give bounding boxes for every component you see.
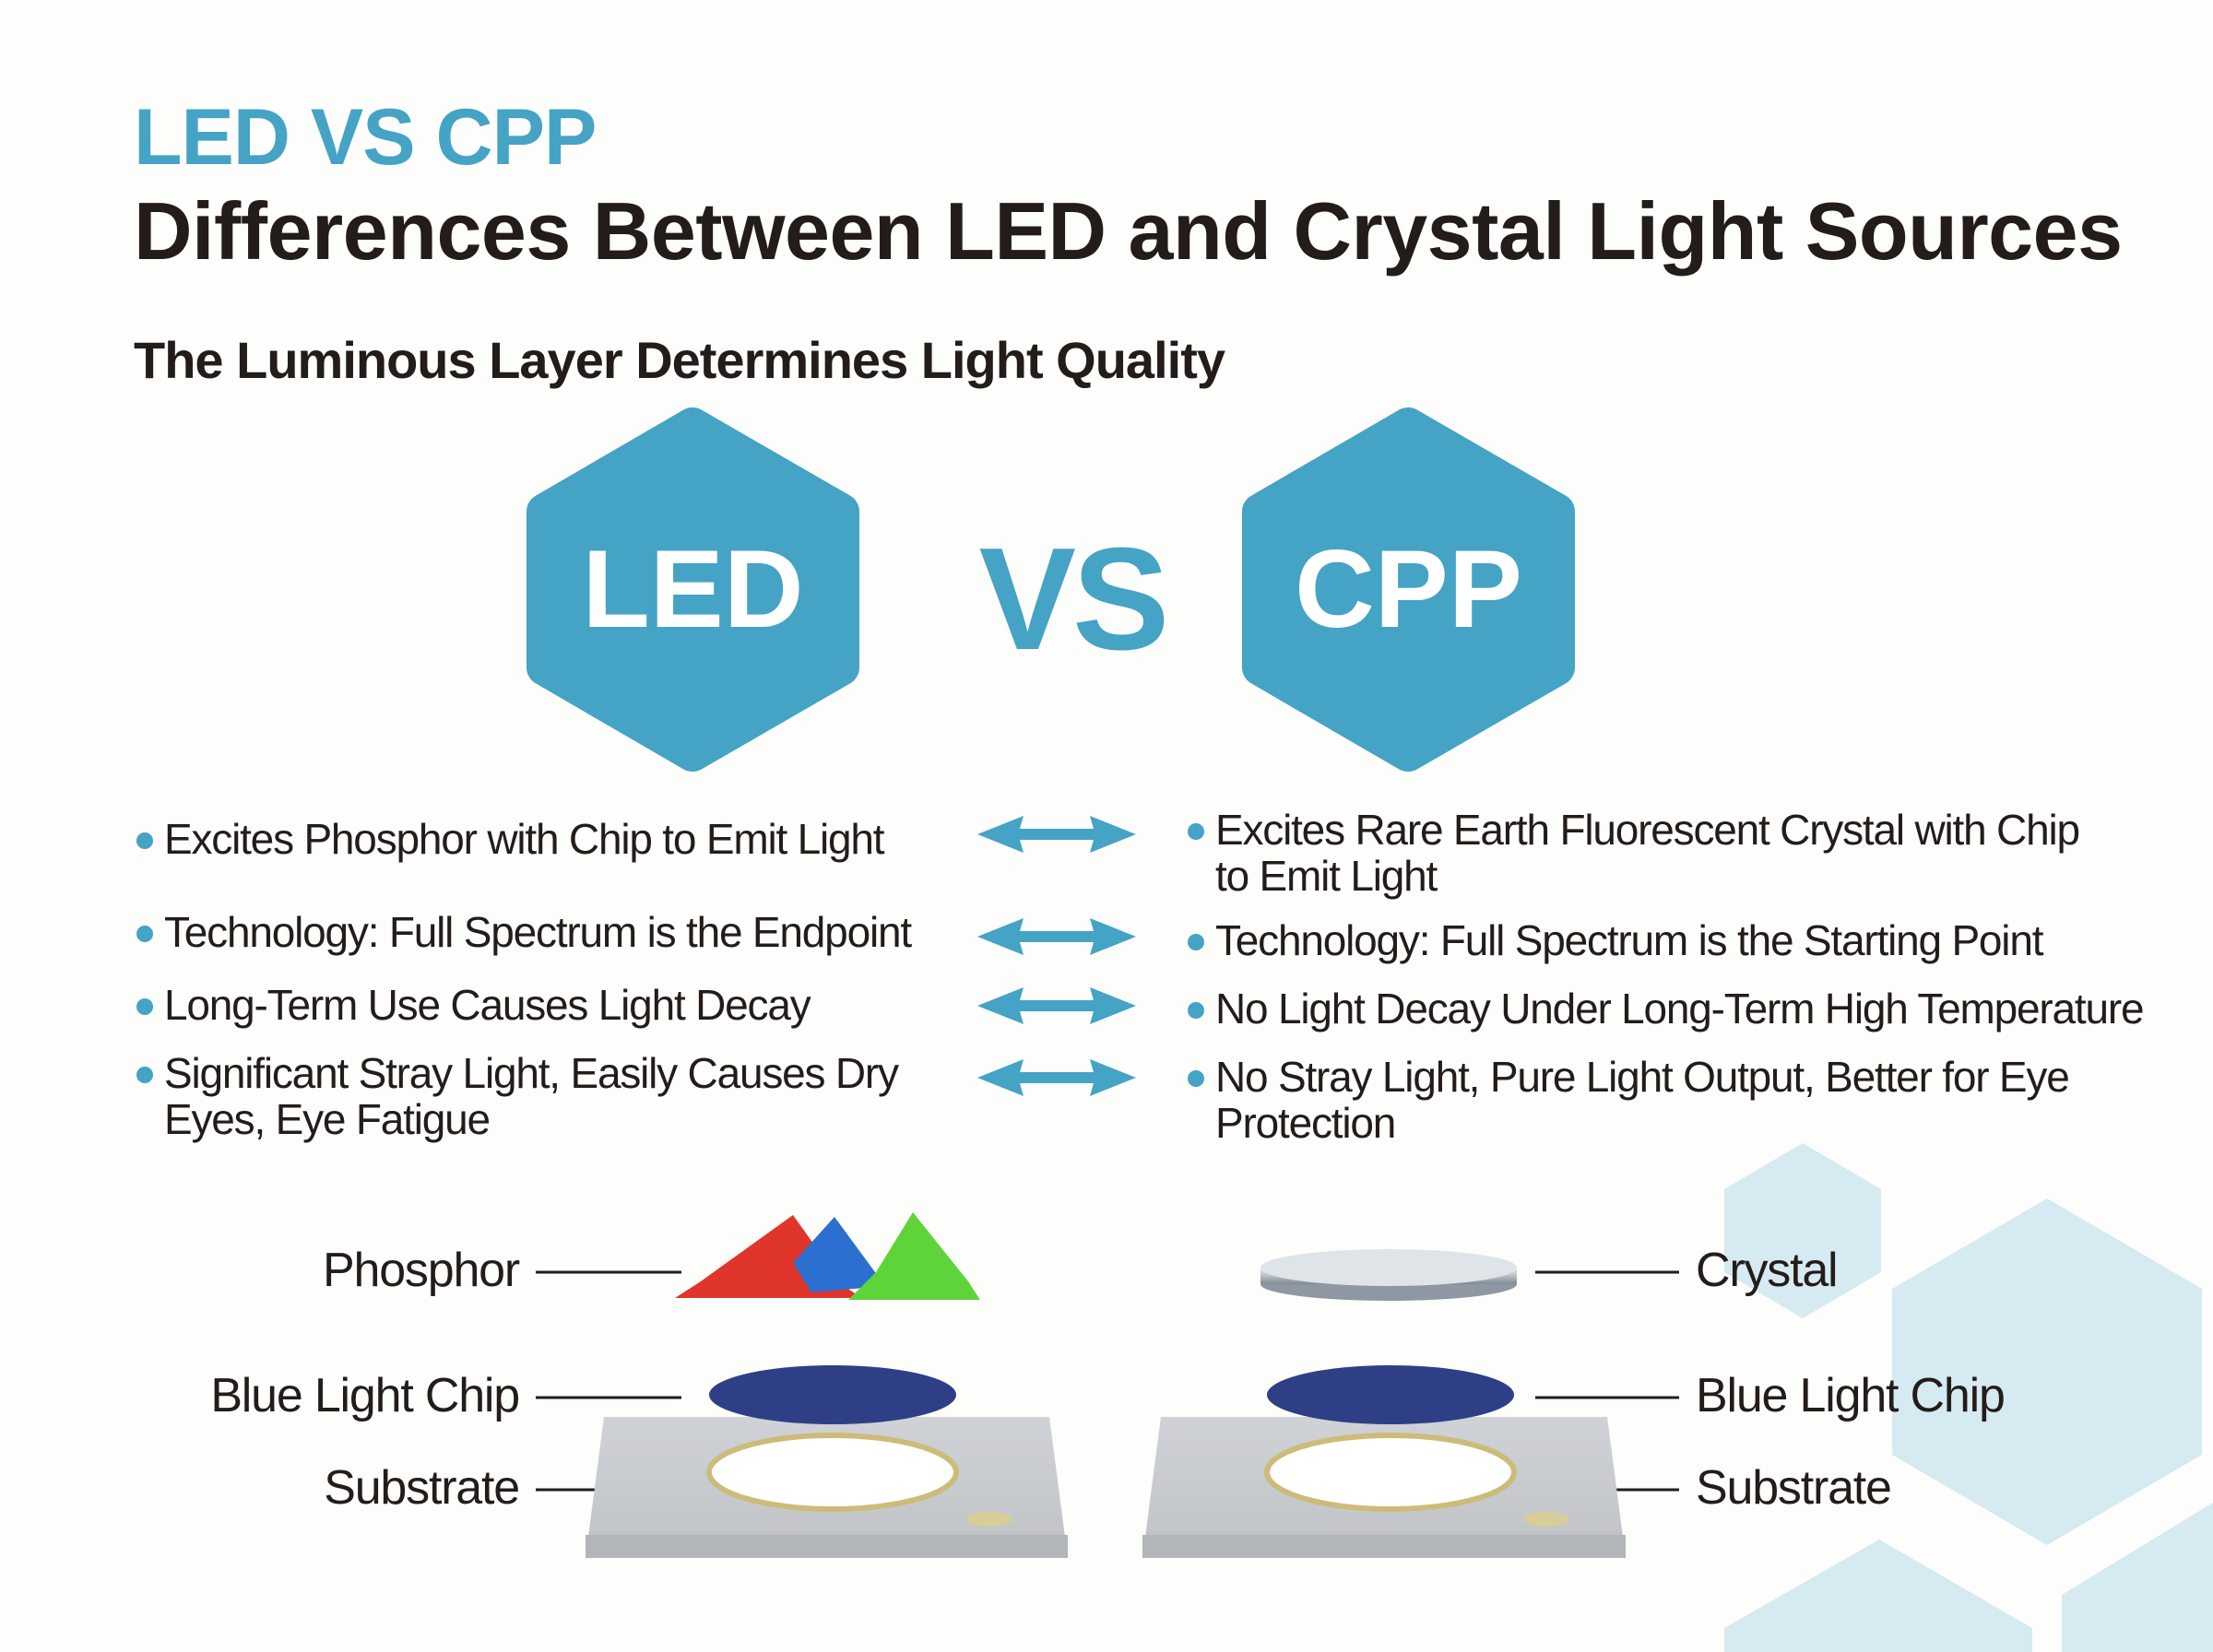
label-crystal: Crystal bbox=[1696, 1244, 1839, 1297]
comparison-arrows bbox=[977, 816, 1136, 1096]
background-hexagons bbox=[1724, 1143, 2213, 1652]
double-arrow-icon bbox=[977, 1059, 1136, 1096]
led-blue-chip bbox=[709, 1365, 956, 1424]
double-arrow-icon bbox=[977, 987, 1136, 1024]
page-title: Differences Between LED and Crystal Ligh… bbox=[134, 185, 2123, 277]
label-blue-light-chip-right: Blue Light Chip bbox=[1696, 1369, 2006, 1422]
cpp-substrate-illustration bbox=[1142, 1417, 1626, 1558]
led-point: Excites Phosphor with Chip to Emit Light bbox=[136, 816, 976, 862]
bullet-dot bbox=[1188, 1002, 1204, 1019]
cpp-point: Excites Rare Earth Fluorescent Crystal w… bbox=[1188, 807, 2082, 899]
cpp-point: No Light Decay Under Long-Term High Temp… bbox=[1188, 985, 2183, 1032]
bullet-dot bbox=[1188, 934, 1204, 950]
led-hexagon bbox=[527, 407, 859, 772]
led-point: Technology: Full Spectrum is the Endpoin… bbox=[136, 909, 976, 955]
label-substrate-left: Substrate bbox=[324, 1461, 520, 1515]
led-badge-label: LED bbox=[582, 527, 804, 651]
cpp-point: Technology: Full Spectrum is the Startin… bbox=[1188, 917, 2137, 963]
vs-label: VS bbox=[978, 518, 1170, 680]
led-point: Long-Term Use Causes Light Decay bbox=[136, 982, 976, 1028]
label-substrate-right: Substrate bbox=[1696, 1461, 1892, 1515]
double-arrow-icon bbox=[977, 918, 1136, 955]
kicker-title: LED VS CPP bbox=[134, 93, 597, 182]
cpp-hexagon bbox=[1242, 407, 1575, 772]
label-phosphor: Phosphor bbox=[323, 1244, 520, 1297]
bullet-dot bbox=[136, 998, 153, 1015]
bullet-dot bbox=[1188, 1070, 1204, 1087]
cpp-blue-chip bbox=[1267, 1365, 1514, 1424]
label-blue-light-chip-left: Blue Light Chip bbox=[210, 1369, 520, 1422]
double-arrow-icon bbox=[977, 816, 1136, 853]
phosphor-illustration bbox=[675, 1212, 980, 1300]
led-substrate-illustration bbox=[586, 1417, 1068, 1558]
bullet-dot bbox=[136, 1067, 153, 1083]
cpp-badge-label: CPP bbox=[1295, 527, 1522, 651]
bullet-dot bbox=[1188, 823, 1204, 840]
subtitle: The Luminous Layer Determines Light Qual… bbox=[134, 331, 1225, 389]
bullet-dot bbox=[136, 832, 153, 849]
cpp-point: No Stray Light, Pure Light Output, Bette… bbox=[1188, 1054, 2101, 1146]
crystal-illustration bbox=[1260, 1249, 1517, 1301]
bullet-dot bbox=[136, 926, 153, 942]
led-point: Significant Stray Light, Easily Causes D… bbox=[136, 1050, 902, 1142]
